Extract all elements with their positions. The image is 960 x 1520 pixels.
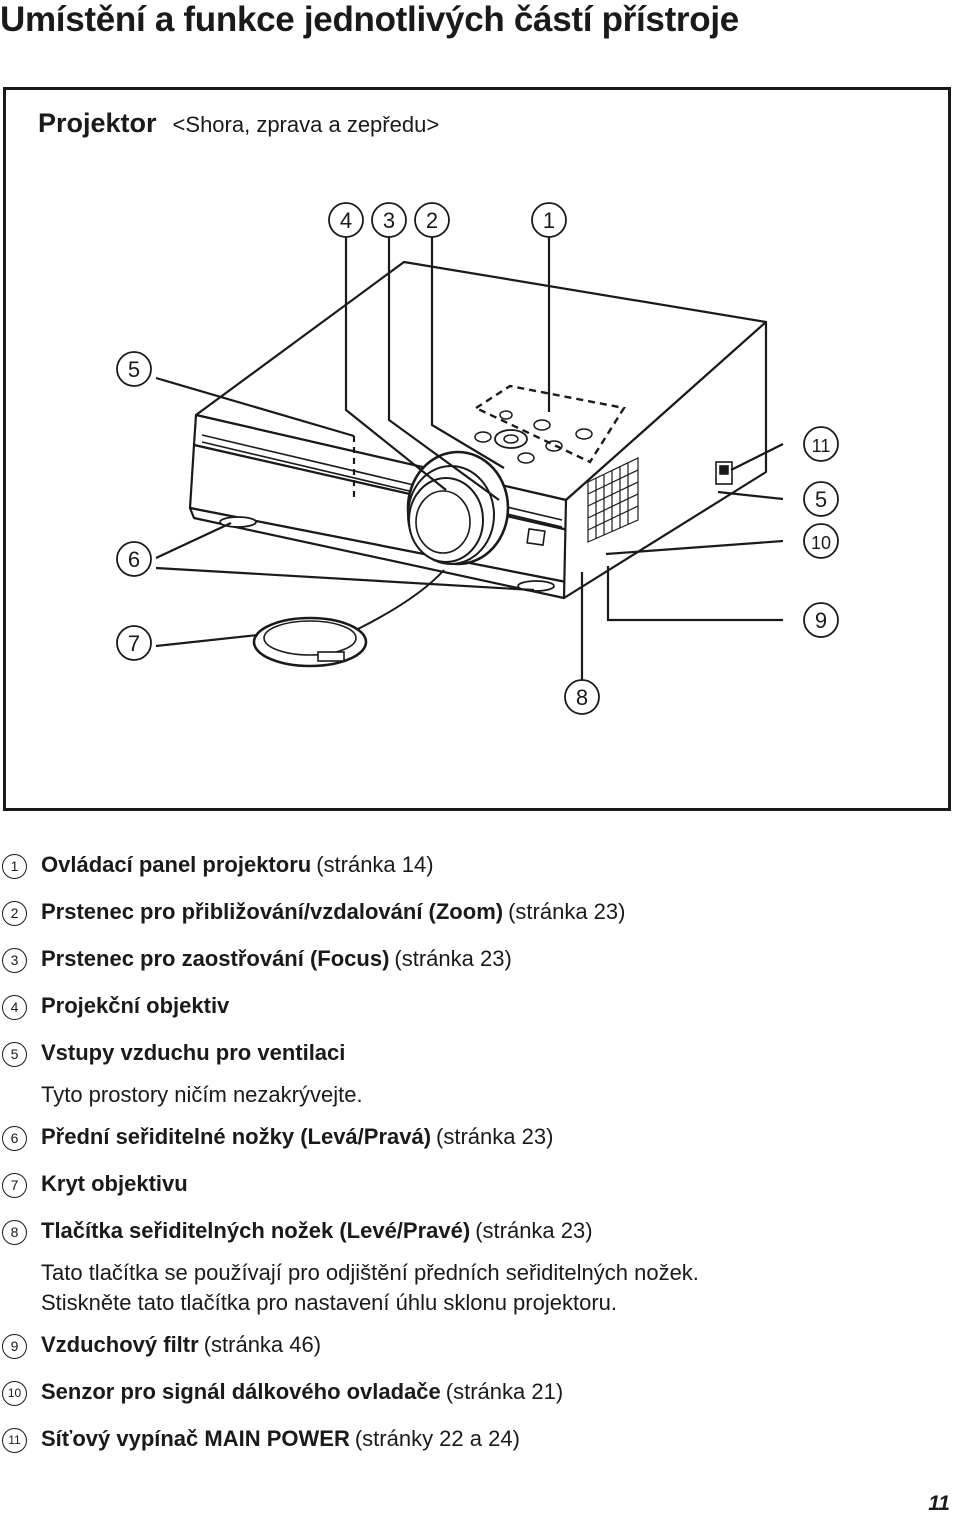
projector-diagram: 4 3 2 1 5 11 5 10 6 9 7 8 [116,202,839,715]
callout-1: 1 [543,208,555,233]
figure-name: Projektor [38,108,157,138]
list-item: 5 Vstupy vzduchu pro ventilaci Tyto pros… [0,1038,940,1110]
list-item: 6 Přední seřiditelné nožky (Levá/Pravá)(… [0,1122,940,1152]
part-note: Tyto prostory ničím nezakrývejte. [41,1082,363,1107]
page-reference: (stránka 21) [445,1379,564,1404]
part-number: 5 [2,1042,27,1067]
lens [406,450,510,566]
part-name: Vzduchový filtr [41,1332,199,1357]
parts-list: 1 Ovládací panel projektoru(stránka 14) … [0,850,940,1471]
list-item: 4 Projekční objektiv [0,991,940,1021]
callout-5-left: 5 [128,357,140,382]
list-item: 10 Senzor pro signál dálkového ovladače(… [0,1377,940,1407]
part-name: Prstenec pro zaostřování (Focus) [41,946,390,971]
figure-title: Projektor <Shora, zprava a zepředu> [38,108,439,139]
callout-7: 7 [128,631,140,656]
page-reference: (stránka 23) [475,1218,593,1243]
projector-body [188,260,768,600]
part-name: Síťový vypínač MAIN POWER [41,1426,350,1451]
part-number: 6 [2,1126,27,1151]
page-title: Umístění a funkce jednotlivých částí pří… [0,0,739,39]
control-panel [473,384,626,464]
callout-9: 9 [815,608,827,633]
projector-figure: Projektor <Shora, zprava a zepředu> [3,87,951,811]
main-power-switch [715,461,733,485]
callout-3: 3 [383,208,395,233]
list-item: 7 Kryt objektivu [0,1169,940,1199]
list-item: 2 Prstenec pro přibližování/vzdalování (… [0,897,940,927]
callout-markers [116,202,839,715]
callout-6: 6 [128,547,140,572]
part-name: Senzor pro signál dálkového ovladače [41,1379,441,1404]
part-name: Kryt objektivu [41,1171,188,1196]
callout-2: 2 [426,208,438,233]
lens-cap [252,569,445,668]
part-number: 3 [2,948,27,973]
page-reference: (stránka 23) [436,1124,554,1149]
leader-lines [155,237,784,682]
part-name: Vstupy vzduchu pro ventilaci [41,1040,346,1065]
part-number: 4 [2,995,27,1020]
list-item: 11 Síťový vypínač MAIN POWER(stránky 22 … [0,1424,940,1454]
part-number: 7 [2,1173,27,1198]
callout-4: 4 [340,208,352,233]
page-reference: (stránka 14) [316,852,434,877]
part-number: 1 [2,854,27,879]
callout-10: 10 [811,533,831,553]
figure-subtitle: <Shora, zprava a zepředu> [172,112,440,137]
list-item: 3 Prstenec pro zaostřování (Focus)(strán… [0,944,940,974]
part-note: Tato tlačítka se používají pro odjištění… [41,1260,699,1315]
list-item: 8 Tlačítka seřiditelných nožek (Levé/Pra… [0,1216,940,1318]
page-reference: (stránka 23) [394,946,512,971]
side-vent-grille [587,457,639,543]
list-item: 9 Vzduchový filtr(stránka 46) [0,1330,940,1360]
part-name: Prstenec pro přibližování/vzdalování (Zo… [41,899,504,924]
callout-8: 8 [576,685,588,710]
list-item: 1 Ovládací panel projektoru(stránka 14) [0,850,940,880]
part-number: 8 [2,1220,27,1245]
page-number: 11 [928,1492,950,1515]
part-name: Ovládací panel projektoru [41,852,312,877]
page-reference: (stránka 23) [508,899,626,924]
callout-11: 11 [812,436,831,456]
page-reference: (stránka 46) [203,1332,322,1357]
part-name: Tlačítka seřiditelných nožek (Levé/Pravé… [41,1218,471,1243]
part-number: 10 [2,1381,27,1406]
part-name: Přední seřiditelné nožky (Levá/Pravá) [41,1124,432,1149]
part-number: 2 [2,901,27,926]
callout-5-right: 5 [815,487,827,512]
part-number: 9 [2,1334,27,1359]
page-reference: (stránky 22 a 24) [354,1426,520,1451]
part-name: Projekční objektiv [41,993,230,1018]
part-number: 11 [2,1428,27,1453]
